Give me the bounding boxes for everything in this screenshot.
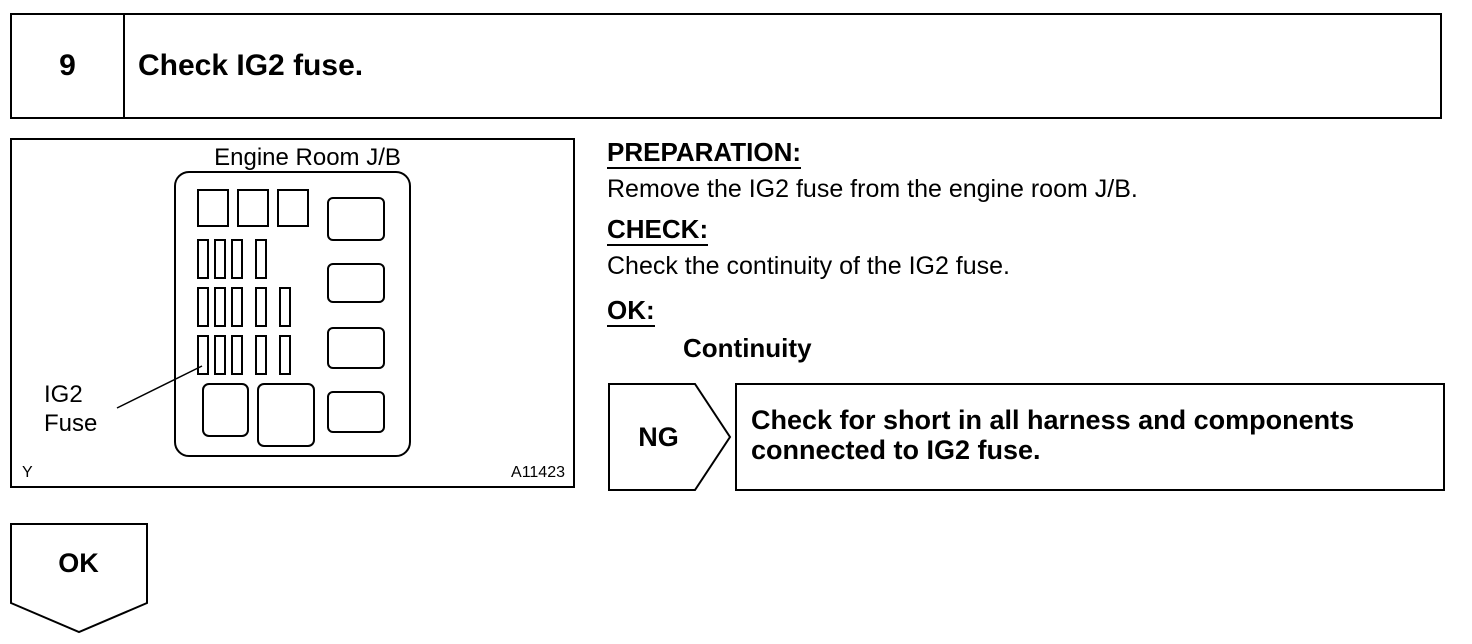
fuse-slot: [279, 287, 291, 327]
relay-slot: [327, 327, 385, 369]
relay-slot: [237, 189, 269, 227]
preparation-text: Remove the IG2 fuse from the engine room…: [607, 175, 1138, 203]
ig2-fuse-label-line2: Fuse: [44, 410, 98, 437]
ig2-fuse-leader-line: [116, 365, 203, 409]
preparation-heading: PREPARATION:: [607, 137, 802, 169]
relay-slot: [327, 263, 385, 303]
relay-slot: [202, 383, 249, 437]
ok-arrow-tag: [10, 523, 148, 634]
fuse-slot: [214, 239, 226, 279]
step-title: Check IG2 fuse.: [138, 49, 364, 82]
step-number: 9: [12, 15, 125, 117]
fuse-slot: [255, 335, 267, 375]
check-text: Check the continuity of the IG2 fuse.: [607, 252, 1011, 280]
fuse-slot: [214, 335, 226, 375]
ig2-fuse-label: IG2 Fuse: [44, 380, 97, 438]
ng-arrow-tag: [608, 383, 732, 491]
fuse-slot: [231, 287, 243, 327]
check-section: CHECK: Check the continuity of the IG2 f…: [607, 215, 1010, 281]
ig2-fuse-label-line1: IG2: [44, 381, 83, 408]
figure-title: Engine Room J/B: [214, 144, 401, 171]
ng-action-line2: connected to IG2 fuse.: [751, 435, 1041, 465]
preparation-section: PREPARATION: Remove the IG2 fuse from th…: [607, 138, 1138, 204]
junction-block-figure: Engine Room J/B IG2 Fuse Y A11423: [10, 138, 575, 488]
figure-corner-left: Y: [22, 464, 33, 481]
ok-tag-label: OK: [58, 547, 99, 578]
fuse-slot: [231, 239, 243, 279]
fuse-slot: [279, 335, 291, 375]
ng-action-box: Check for short in all harness and compo…: [735, 383, 1445, 491]
relay-slot: [327, 197, 385, 241]
ng-tag-label: NG: [638, 421, 679, 452]
fuse-slot: [255, 287, 267, 327]
fuse-slot: [197, 239, 209, 279]
ig2-fuse-slot: [197, 335, 209, 375]
ok-result: Continuity: [683, 333, 812, 363]
fuse-slot: [214, 287, 226, 327]
relay-slot: [257, 383, 315, 447]
fuse-slot: [255, 239, 267, 279]
step-header: 9 Check IG2 fuse.: [10, 13, 1442, 119]
ok-criteria-section: OK: Continuity: [607, 296, 812, 364]
ng-action-line1: Check for short in all harness and compo…: [751, 405, 1355, 435]
fuse-slot: [231, 335, 243, 375]
relay-slot: [197, 189, 229, 227]
relay-slot: [327, 391, 385, 433]
ok-heading: OK:: [607, 295, 655, 327]
junction-block-outline: [174, 171, 411, 457]
junction-block-diagram: [116, 171, 411, 457]
relay-slot: [277, 189, 309, 227]
figure-id: A11423: [511, 464, 565, 481]
check-heading: CHECK:: [607, 214, 709, 246]
fuse-slot: [197, 287, 209, 327]
